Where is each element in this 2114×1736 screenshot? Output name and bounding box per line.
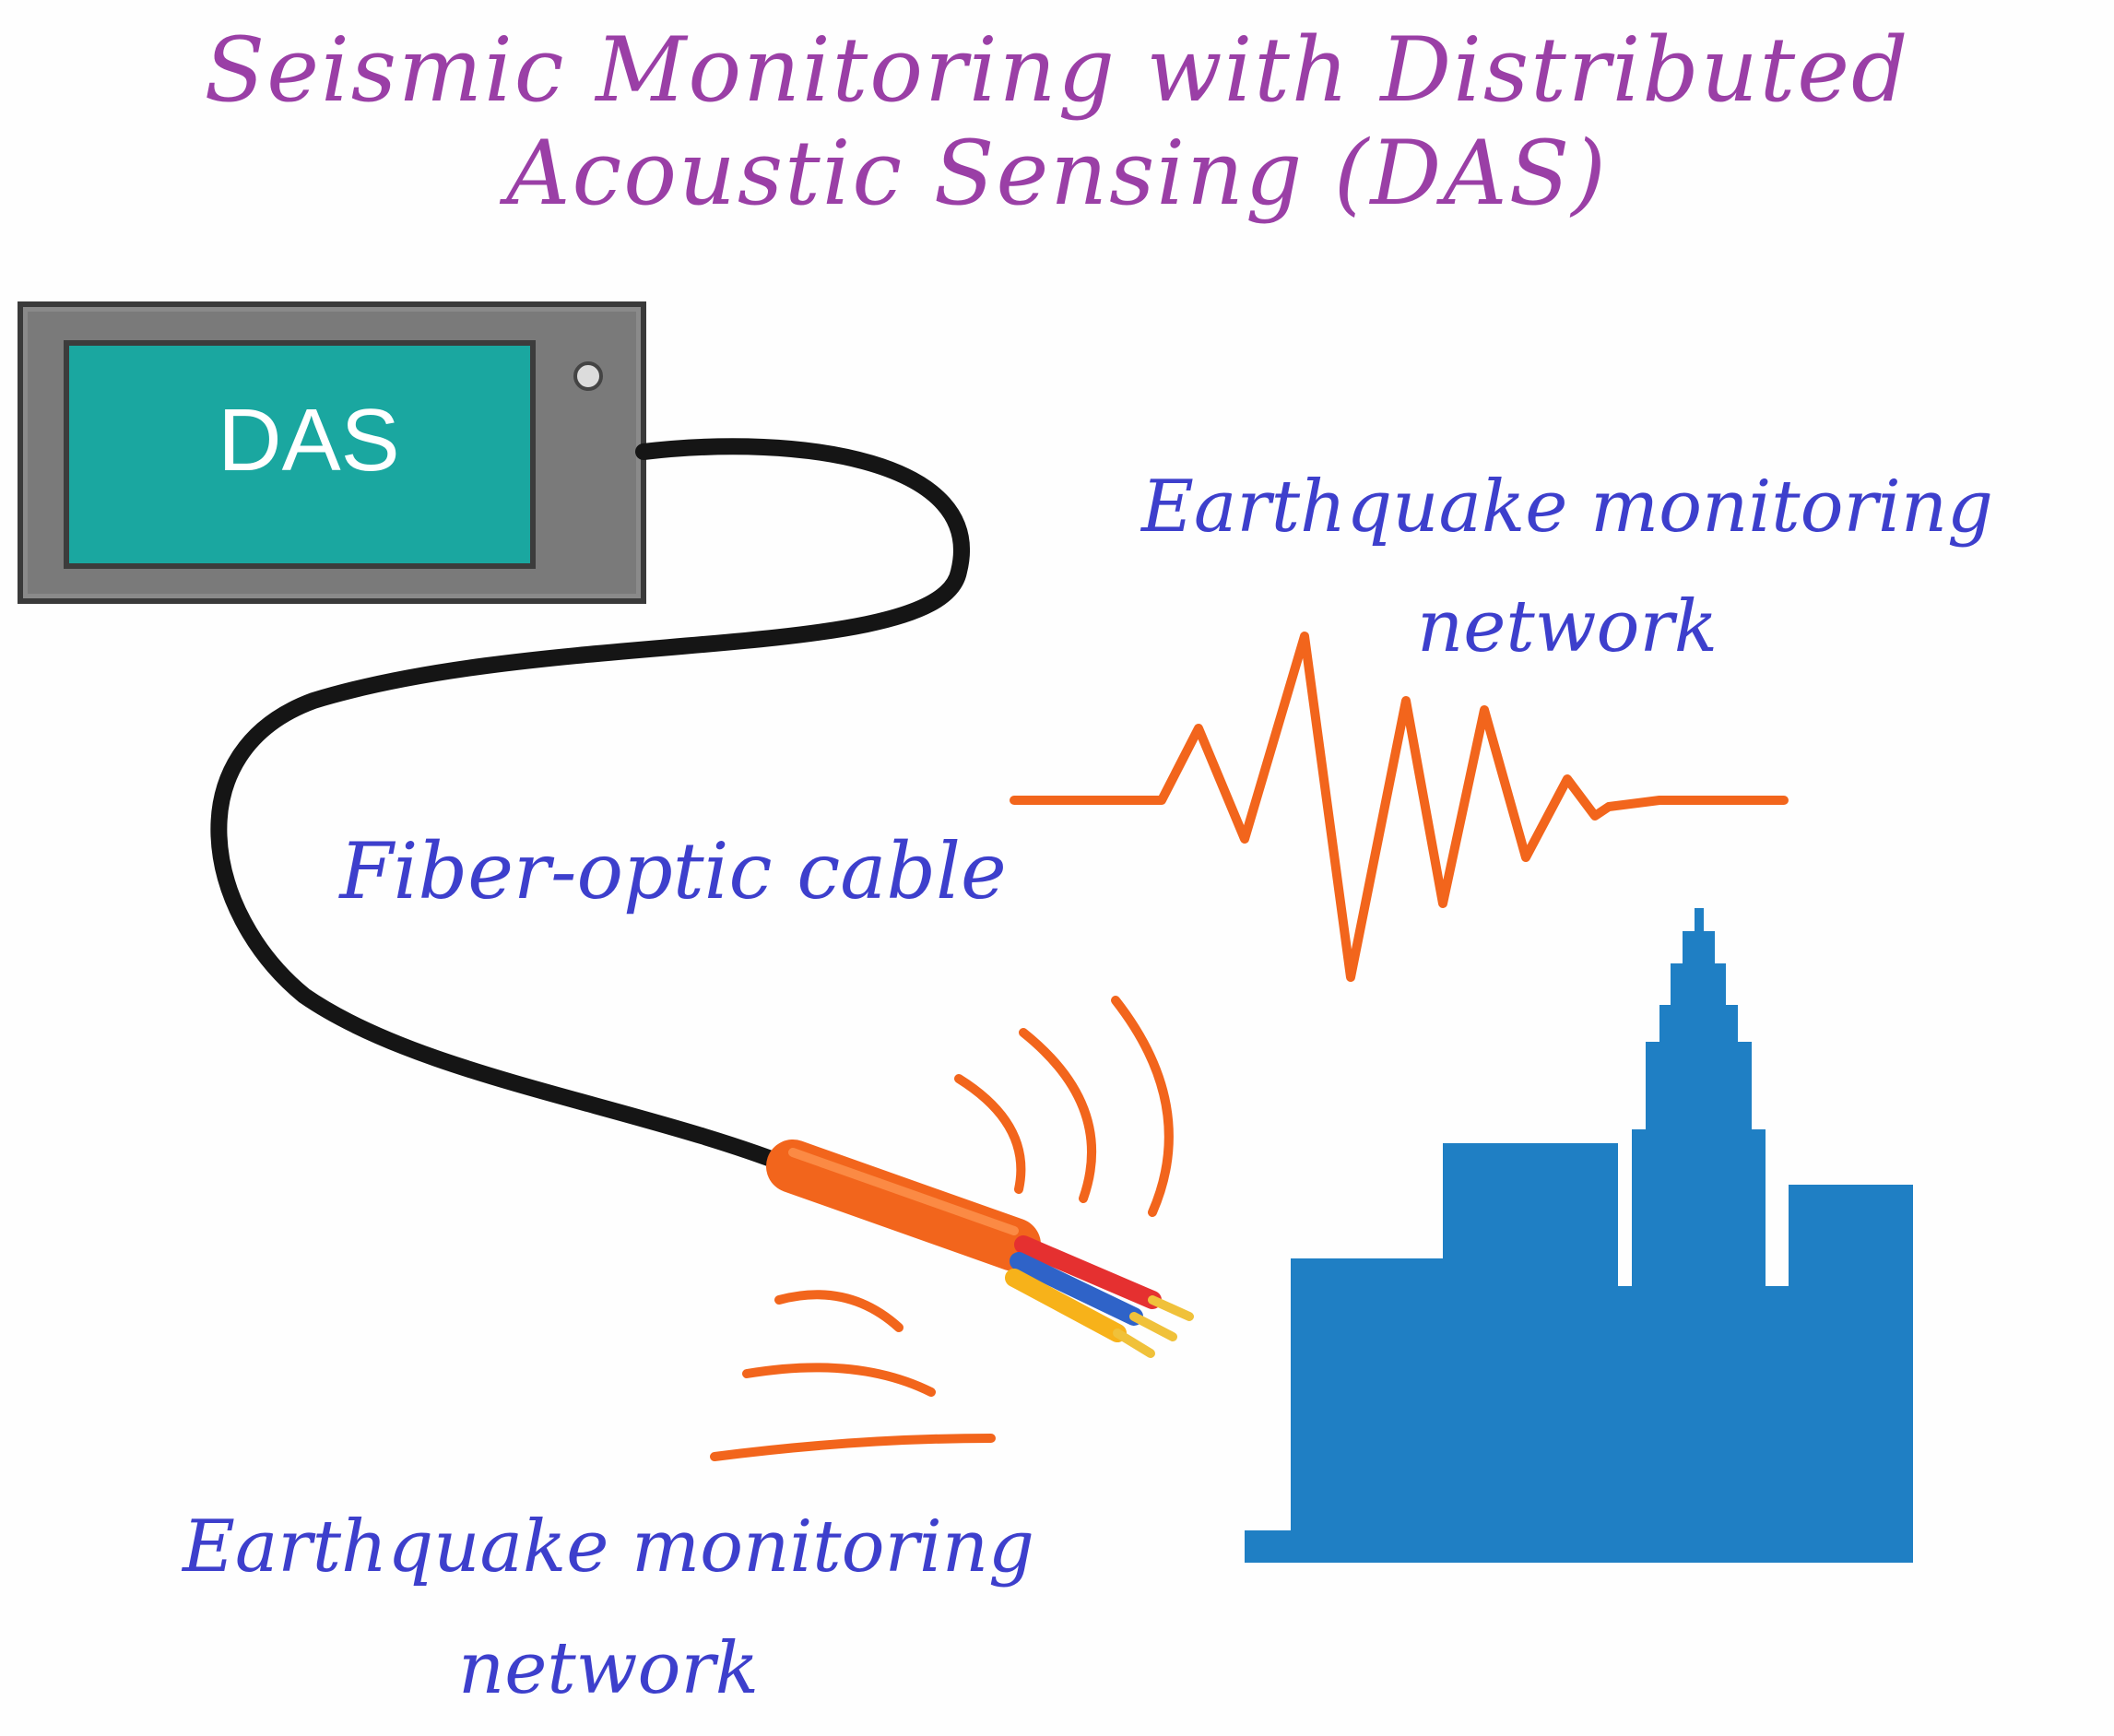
vibration-arcs-icon xyxy=(710,996,1174,1461)
bottom-left-label-line-1: Earthquake monitoring xyxy=(182,1506,1034,1588)
city-skyline-icon xyxy=(1245,908,1913,1563)
bottom-left-label-line-2: network xyxy=(457,1627,759,1710)
title-line-2: Acoustic Sensing (DAS) xyxy=(506,122,1608,225)
title-line-1: Seismic Monitoring with Distributed xyxy=(204,18,1910,122)
top-right-label-line-1: Earthquake monitoring xyxy=(1140,466,1993,549)
fiber-optic-cable-icon xyxy=(210,438,1194,1358)
das-device-label: DAS xyxy=(218,391,400,490)
das-device-icon xyxy=(18,301,646,604)
seismic-wave-icon xyxy=(1010,632,1789,982)
fiber-optic-cable-label: Fiber-optic cable xyxy=(339,826,1007,916)
top-right-label-line-2: network xyxy=(1416,585,1718,668)
